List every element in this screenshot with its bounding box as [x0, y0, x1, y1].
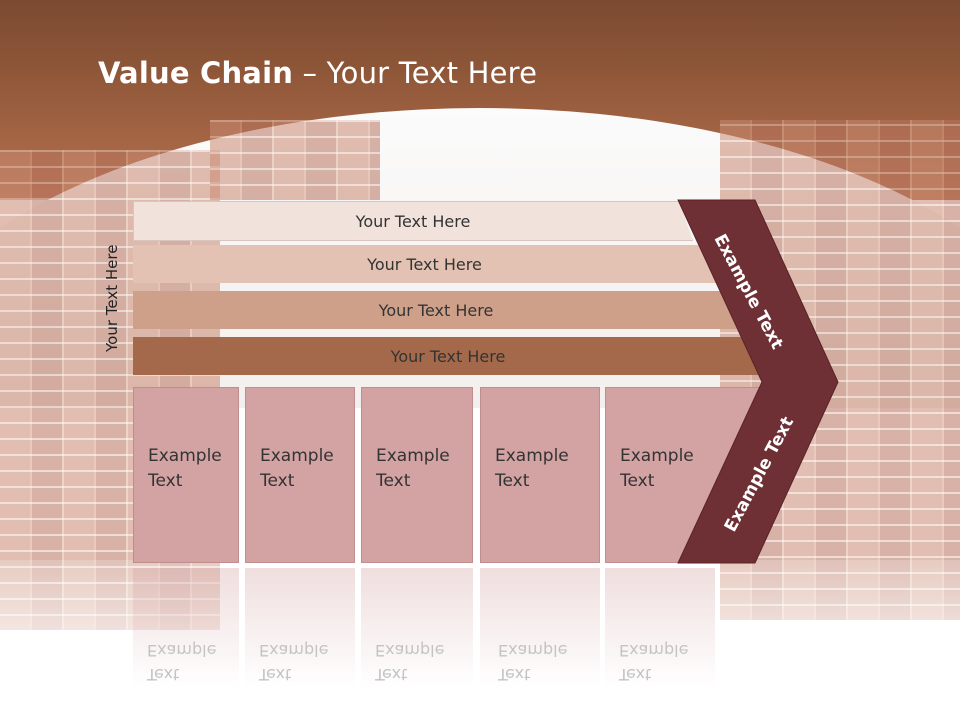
reflection-text: Example: [498, 641, 568, 660]
box-text-line: Example: [148, 446, 222, 466]
reflection-text: Example: [619, 641, 689, 660]
reflection-text: Text: [147, 665, 180, 684]
bar-3[interactable]: Your Text Here: [133, 291, 739, 329]
box-text-line: Text: [495, 471, 530, 491]
example-box-2[interactable]: Example Text: [245, 387, 355, 563]
reflection-text: Text: [619, 665, 652, 684]
box-text-line: Text: [148, 471, 183, 491]
box-text-line: Text: [260, 471, 295, 491]
page-title: Value Chain – Your Text Here: [98, 56, 538, 90]
box-text-line: Example: [376, 446, 450, 466]
reflection-text: Example: [375, 641, 445, 660]
brick-wall-top-left: [210, 120, 380, 200]
bar-4[interactable]: Your Text Here: [133, 337, 763, 375]
example-box-4[interactable]: Example Text: [480, 387, 600, 563]
bar-2[interactable]: Your Text Here: [133, 245, 716, 283]
example-box-3[interactable]: Example Text: [361, 387, 473, 563]
reflection-text: Text: [259, 665, 292, 684]
box-text-line: Example: [495, 446, 569, 466]
floor-gradient: [0, 560, 960, 720]
box-text-line: Text: [376, 471, 411, 491]
reflection-text: Example: [147, 641, 217, 660]
example-box-1[interactable]: Example Text: [133, 387, 239, 563]
box-text-line: Example: [260, 446, 334, 466]
reflection-text: Text: [375, 665, 408, 684]
reflection-text: Example: [259, 641, 329, 660]
reflection-text: Text: [498, 665, 531, 684]
box-text-line: Example: [620, 446, 694, 466]
reflection: Text Example Text Example Text Example Text…: [133, 568, 833, 708]
bar-1[interactable]: Your Text Here: [133, 201, 693, 241]
box-text-line: Text: [620, 471, 655, 491]
